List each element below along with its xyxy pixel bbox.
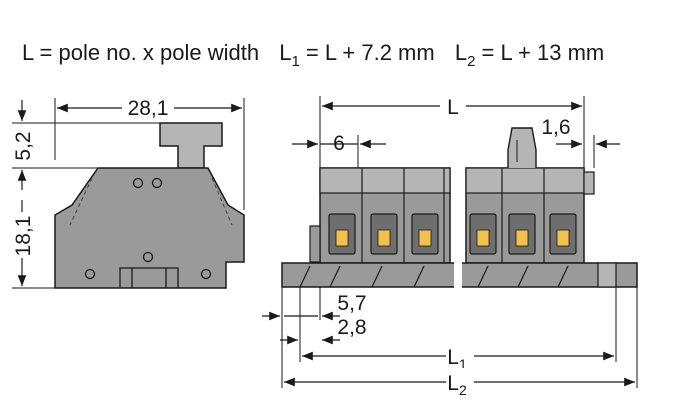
formula-l2-expression: = L + 13 mm	[475, 40, 604, 65]
formula-l2-subscript: 2	[467, 53, 475, 70]
front-end-plate-label: 1,6	[541, 116, 570, 139]
front-offset-b-label: 2,8	[337, 316, 366, 339]
terminal-block-left	[309, 167, 451, 264]
terminal-block-right	[465, 127, 595, 264]
side-body-height-label: 18,1	[12, 216, 35, 257]
front-l2-label: L2	[447, 372, 467, 398]
front-offset-a-label: 5,7	[337, 292, 366, 315]
formula-l1-subscript: 1	[291, 53, 299, 70]
formula-l1-symbol: L	[279, 40, 291, 65]
formula-l1-expression: = L + 7.2 mm	[300, 40, 435, 65]
formula-line: L = pole no. x pole width L1 = L + 7.2 m…	[22, 40, 604, 70]
front-pole-width-label: 6	[333, 132, 345, 155]
side-body	[54, 167, 245, 289]
side-view: 28,1 5,2 18,1	[10, 96, 245, 289]
formula-l-definition: L = pole no. x pole width	[22, 40, 259, 65]
formula-l2-symbol: L	[455, 40, 467, 65]
front-view: L 6 1,6	[262, 94, 638, 398]
front-l1-label: L1	[447, 346, 467, 372]
din-rail	[281, 258, 638, 292]
side-handle	[159, 122, 223, 169]
front-length-label: L	[447, 96, 459, 119]
formula-text: L = pole no. x pole width L1 = L + 7.2 m…	[22, 40, 604, 70]
side-width-label: 28,1	[128, 97, 169, 120]
side-top-height-label: 5,2	[12, 131, 35, 160]
